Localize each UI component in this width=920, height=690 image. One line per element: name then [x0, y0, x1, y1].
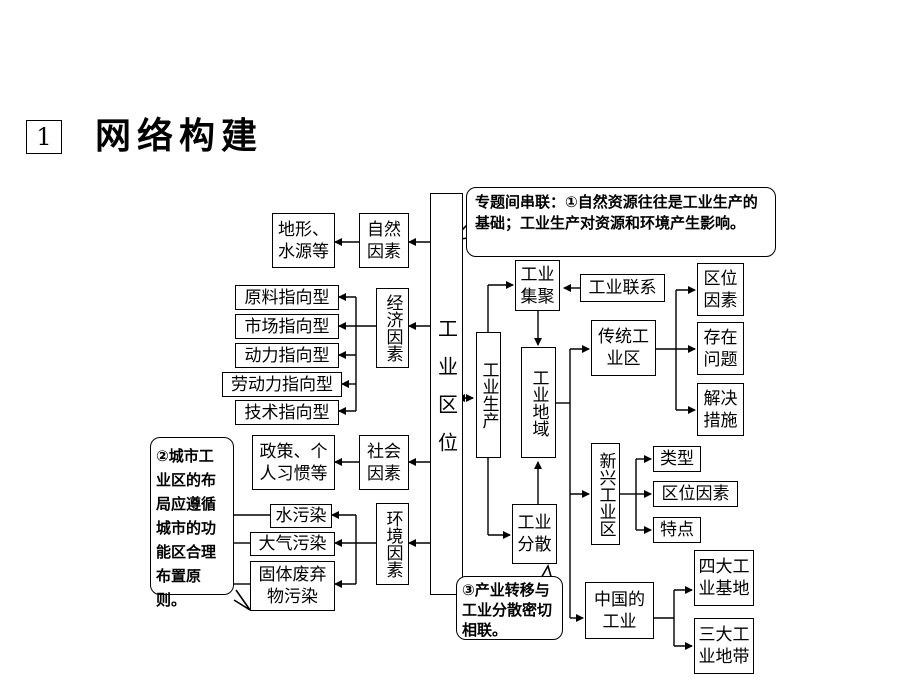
- node-solutions: 解决措施: [697, 383, 744, 436]
- node-power-oriented: 动力指向型: [235, 343, 339, 368]
- node-industrial-region: 工业地域: [521, 347, 556, 458]
- page-title: 网络构建: [95, 116, 264, 157]
- node-natural-factors: 自然因素: [359, 213, 409, 268]
- node-traditional-region: 传统工业区: [591, 320, 656, 376]
- node-air-pollution: 大气污染: [250, 532, 335, 556]
- node-four-industrial-bases: 四大工业基地: [694, 550, 754, 606]
- node-solid-waste-pollution: 固体废弃物污染: [250, 561, 335, 611]
- node-three-industrial-belts: 三大工业地带: [694, 618, 754, 674]
- note-urban-layout: ②城市工业区的布局应遵循城市的功能区合理布置原则。: [150, 437, 234, 609]
- node-location-factors: 区位因素: [697, 263, 744, 316]
- node-water-pollution: 水污染: [270, 504, 332, 528]
- node-emerging-region: 新兴工业区: [591, 443, 620, 545]
- node-industrial-linkage: 工业联系: [580, 274, 665, 302]
- node-labor-oriented: 劳动力指向型: [222, 372, 342, 397]
- node-policy-habits: 政策、个人习惯等: [252, 435, 335, 490]
- node-industrial-dispersion: 工业分散: [512, 504, 557, 564]
- node-terrain-water: 地形、水源等: [272, 213, 335, 268]
- node-market-oriented: 市场指向型: [235, 314, 339, 339]
- node-types: 类型: [653, 446, 701, 472]
- note-industry-transfer: ③产业转移与工业分散密切相联。: [456, 576, 563, 640]
- node-industrial-location: 工业区位: [430, 193, 463, 595]
- node-industrial-agglomeration: 工业集聚: [515, 260, 560, 311]
- note-resources-environment: 专题间串联：①自然资源往往是工业生产的基础；工业生产对资源和环境产生影响。: [466, 187, 776, 257]
- node-china-industry: 中国的工业: [585, 582, 654, 639]
- node-location-factors-2: 区位因素: [653, 481, 738, 507]
- node-tech-oriented: 技术指向型: [235, 400, 339, 425]
- node-environmental-factors: 环境因素: [376, 503, 409, 585]
- node-raw-material-oriented: 原料指向型: [235, 285, 339, 310]
- node-features: 特点: [653, 517, 701, 543]
- node-existing-problems: 存在问题: [697, 322, 744, 375]
- section-number: 1: [26, 120, 62, 154]
- node-industrial-production: 工业生产: [476, 332, 501, 458]
- node-economic-factors: 经济因素: [376, 288, 409, 368]
- node-social-factors: 社会因素: [359, 435, 409, 490]
